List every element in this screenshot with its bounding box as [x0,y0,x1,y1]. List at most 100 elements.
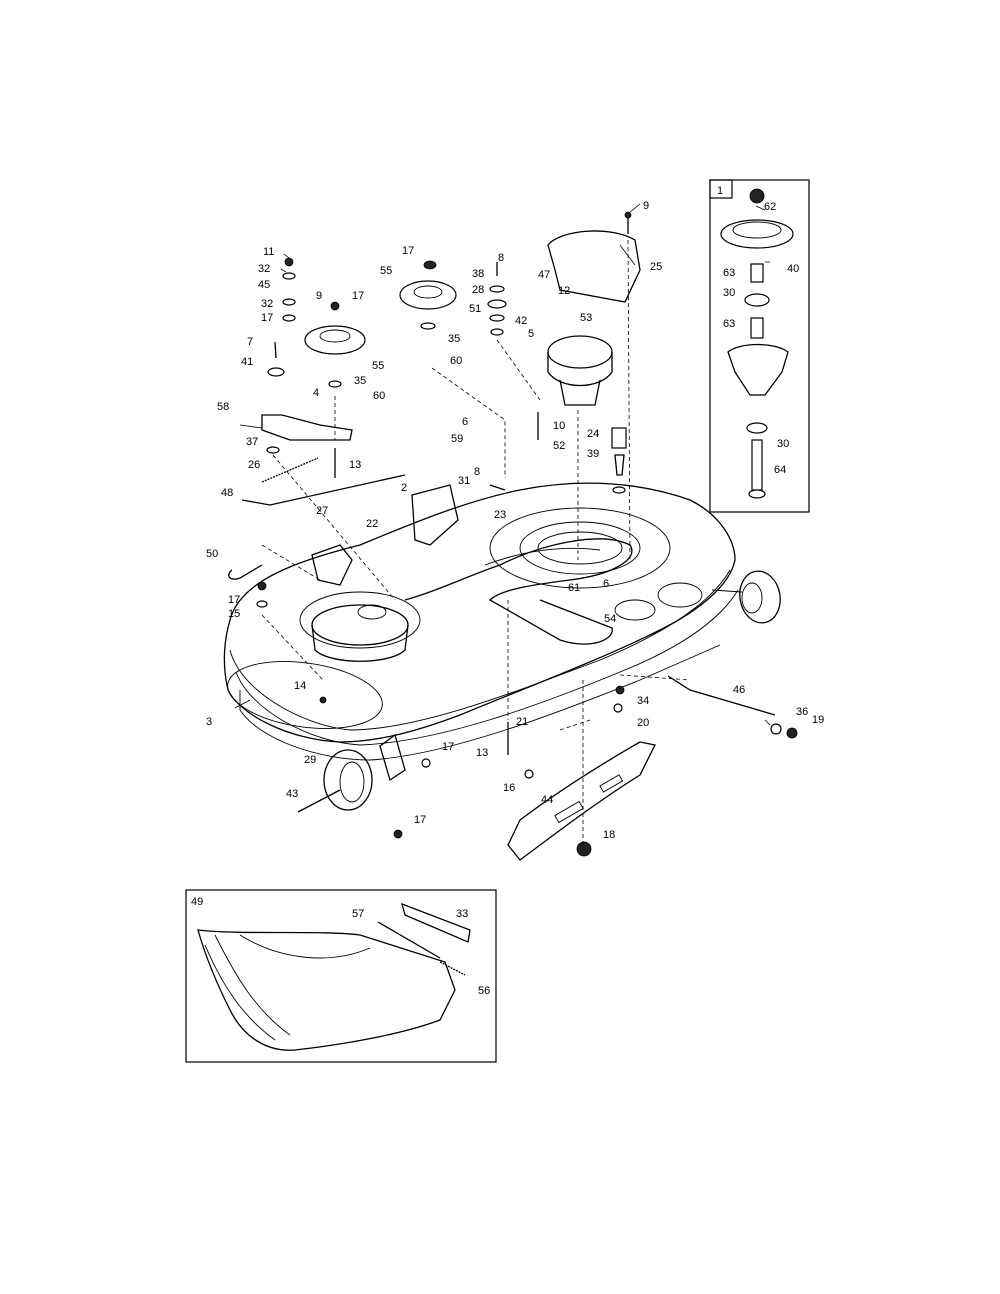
callout-7: 7 [247,336,253,348]
inset-49-tag: 49 [191,896,203,908]
adjust-rod [667,675,776,716]
callout-53: 53 [580,312,592,324]
callout-50: 50 [206,548,218,560]
idler-pulley-top [399,260,457,310]
callout-17-pulley: 17 [352,290,364,302]
callout-38-top: 38 [472,268,484,280]
inset-discharge-chute: 49 [185,889,497,1063]
callout-42: 42 [515,315,527,327]
callout-60-top: 60 [450,355,462,367]
callout-39: 39 [587,448,599,460]
spindle-assembly [547,335,613,406]
callout-55-left: 55 [372,360,384,372]
callout-15: 15 [228,608,240,620]
callout-10: 10 [553,420,565,432]
callout-54: 54 [604,613,616,625]
callout-24: 24 [587,428,599,440]
callout-17-wheel: 17 [442,741,454,753]
tension-spring [261,457,319,483]
callout-35-left: 35 [354,375,366,387]
j-hook [228,564,263,580]
callout-14: 14 [294,680,306,692]
callout-labels: 62 40 63 30 63 30 64 9 25 47 12 53 8 38 … [206,200,824,997]
front-wheel [297,749,373,813]
callout-60-left: 60 [373,390,385,402]
callout-8-top: 8 [498,252,504,264]
callout-57: 57 [352,908,364,920]
leader-lines [234,203,771,845]
control-rod [241,474,406,506]
callout-9-left: 9 [316,290,322,302]
callout-44: 44 [541,794,553,806]
fastener-stack-center [256,211,632,857]
callout-18: 18 [603,829,615,841]
callout-22: 22 [366,518,378,530]
callout-56: 56 [478,985,490,997]
inset-spindle-detail: 1 [709,179,810,513]
callout-59: 59 [451,433,463,445]
inset-1-tag: 1 [717,185,723,197]
callout-35-top: 35 [448,333,460,345]
callout-30-lower: 30 [777,438,789,450]
callout-32-lower: 32 [261,298,273,310]
callout-46: 46 [733,684,745,696]
callout-28: 28 [472,284,484,296]
callout-13-top: 13 [349,459,361,471]
callout-6-upper: 6 [462,416,468,428]
callout-41: 41 [241,356,253,368]
callout-21: 21 [516,716,528,728]
callout-13-bottom: 13 [476,747,488,759]
callout-43: 43 [286,788,298,800]
callout-20: 20 [637,717,649,729]
callout-32-upper: 32 [258,263,270,275]
callout-62: 62 [764,201,776,213]
callout-2: 2 [401,482,407,494]
callout-11: 11 [263,246,274,258]
gauge-bracket [311,544,353,586]
callout-19: 19 [812,714,824,726]
spindle-cover [547,230,641,303]
callout-17-mid: 17 [228,594,240,606]
callout-8-mid: 8 [474,466,480,478]
callout-34: 34 [637,695,649,707]
fastener-stack-left [266,257,296,454]
callout-40: 40 [787,263,799,275]
callout-12: 12 [558,285,570,297]
callout-51: 51 [469,303,481,315]
callout-63-lower: 63 [723,318,735,330]
callout-48: 48 [221,487,233,499]
callout-63-upper: 63 [723,267,735,279]
callout-30-upper: 30 [723,287,735,299]
callout-61: 61 [568,582,580,594]
callout-3: 3 [206,716,212,728]
callout-26: 26 [248,459,260,471]
callout-9-top: 9 [643,200,649,212]
idler-pulley-left [304,325,366,355]
callout-33: 33 [456,908,468,920]
mower-blade [507,741,656,861]
callout-16: 16 [503,782,515,794]
callout-5: 5 [528,328,534,340]
callout-45: 45 [258,279,270,291]
callout-64: 64 [774,464,786,476]
callout-29: 29 [304,754,316,766]
callout-23: 23 [494,509,506,521]
callout-58: 58 [217,401,229,413]
deck-bracket [411,484,459,546]
callout-17-left: 17 [261,312,273,324]
callout-52: 52 [553,440,565,452]
callout-4: 4 [313,387,319,399]
callout-27: 27 [316,505,328,517]
callout-25: 25 [650,261,662,273]
callout-47: 47 [538,269,550,281]
callout-36: 36 [796,706,808,718]
callout-17-top: 17 [402,245,414,257]
callout-31: 31 [458,475,470,487]
callout-6-lower: 6 [603,578,609,590]
callout-37: 37 [246,436,258,448]
idler-bracket [261,414,353,441]
callout-55-top: 55 [380,265,392,277]
mower-deck-shell [223,482,781,782]
callout-17-bottom: 17 [414,814,426,826]
